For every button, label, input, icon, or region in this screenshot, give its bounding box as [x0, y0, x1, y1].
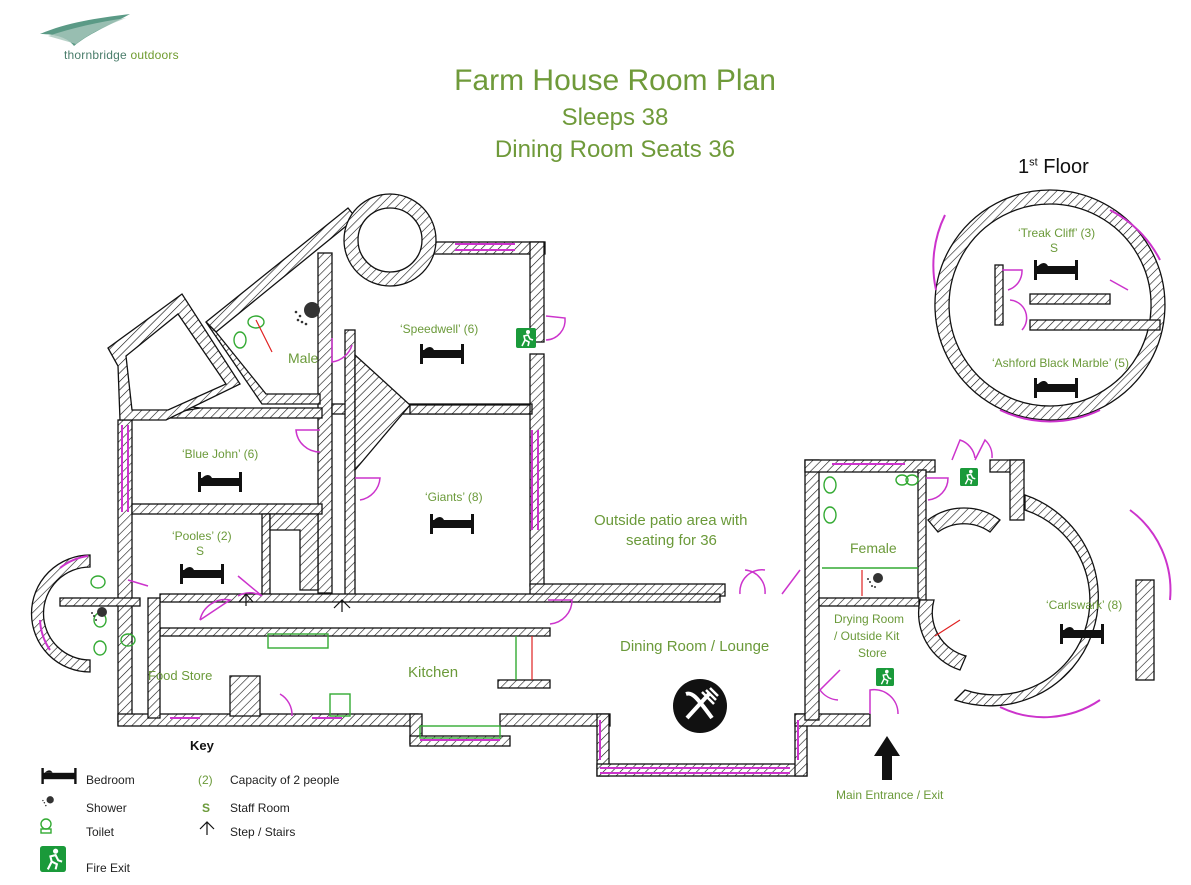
sleeps-subtitle: Sleeps 38: [561, 104, 669, 131]
room-treak-cliff: ‘Treak Cliff’ (3): [1018, 226, 1096, 240]
key-shower-label: Shower: [86, 801, 127, 815]
room-speedwell: ‘Speedwell’ (6): [400, 322, 479, 336]
bed-icon: [430, 514, 474, 534]
floor-num: 1: [1018, 156, 1030, 178]
room-male: Male: [288, 350, 319, 366]
room-pooles-staff: S: [196, 544, 205, 558]
shower-icon: [867, 573, 883, 588]
room-kitchen: Kitchen: [408, 664, 459, 681]
toilet-icon: [40, 818, 52, 834]
room-carlswark: ‘Carlswark’ (8): [1046, 598, 1123, 612]
key-capacity-symbol: (2): [198, 773, 213, 787]
key-stairs-label: Step / Stairs: [230, 825, 296, 839]
fire-exit-icon: [40, 846, 66, 872]
shower-icon: [42, 796, 54, 807]
page-title: Farm House Room Plan: [454, 64, 776, 97]
bed-icon: [1034, 260, 1078, 280]
room-giants: ‘Giants’ (8): [425, 490, 483, 504]
room-food-store: Food Store: [148, 668, 213, 683]
brand-name: thornbridge outdoors: [64, 48, 179, 62]
room-treak-staff: S: [1050, 241, 1059, 255]
fire-exit-icon: [516, 328, 536, 348]
key-toilet-label: Toilet: [86, 825, 115, 839]
shower-icon: [91, 607, 107, 621]
entrance-arrow-icon: [874, 736, 900, 780]
room-blue-john: ‘Blue John’ (6): [182, 447, 259, 461]
key-staff-symbol: S: [202, 801, 211, 815]
bed-icon: [1034, 378, 1078, 398]
key-capacity-label: Capacity of 2 people: [230, 773, 340, 787]
patio-label-line1: Outside patio area with: [594, 512, 748, 529]
room-ashford: ‘Ashford Black Marble’ (5): [992, 356, 1129, 370]
fire-exit-icon: [960, 468, 978, 486]
key-fire-exit-label: Fire Exit: [86, 861, 131, 875]
main-entrance-label: Main Entrance / Exit: [836, 788, 944, 802]
floor-word: Floor: [1037, 156, 1089, 178]
shower-icon: [294, 302, 320, 326]
dining-subtitle: Dining Room Seats 36: [494, 136, 736, 163]
brand-light: thornbridge: [64, 48, 127, 62]
bed-icon: [420, 344, 464, 364]
bed-icon: [198, 472, 242, 492]
patio-label-line2: seating for 36: [626, 532, 717, 549]
stairs-arrow-icon: [199, 821, 215, 835]
floor-sup: st: [1029, 156, 1038, 169]
brand-bold: outdoors: [130, 48, 179, 62]
key-bedroom-label: Bedroom: [86, 773, 135, 787]
first-floor-label: 1st Floor: [1018, 156, 1089, 179]
room-drying-line2: / Outside Kit: [834, 629, 900, 643]
room-female: Female: [850, 540, 897, 556]
room-drying-line1: Drying Room: [834, 612, 905, 626]
fire-exit-icon: [876, 668, 894, 686]
bed-icon: [1060, 624, 1104, 644]
bed-icon: [41, 768, 77, 784]
room-pooles: ‘Pooles’ (2): [172, 529, 232, 543]
room-drying-line3: Store: [858, 646, 887, 660]
bed-icon: [180, 564, 224, 584]
key-staff-label: Staff Room: [230, 801, 290, 815]
room-dining-lounge: Dining Room / Lounge: [620, 638, 770, 655]
dining-cutlery-icon: [673, 679, 727, 733]
thornbridge-logo-icon: [40, 14, 130, 46]
key-heading: Key: [190, 738, 214, 753]
